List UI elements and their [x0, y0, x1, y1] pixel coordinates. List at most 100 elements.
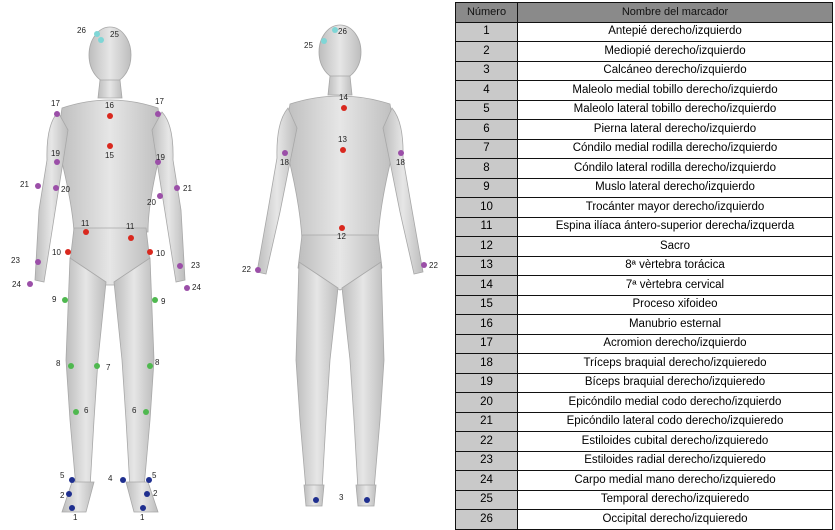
marker-label: 24 — [192, 283, 201, 292]
marker-dot — [35, 183, 41, 189]
marker-dot — [98, 37, 104, 43]
marker-dot — [69, 505, 75, 511]
marker-name: Antepié derecho/izquierdo — [518, 22, 833, 42]
table-row: 138ª vèrtebra torácica — [456, 256, 833, 276]
marker-name: Estiloides cubital derecho/izquieredo — [518, 432, 833, 452]
marker-name: 7ª vèrtebra cervical — [518, 276, 833, 296]
table-row: 3Calcáneo derecho/izquierdo — [456, 61, 833, 81]
marker-name: Carpo medial mano derecho/izquieredo — [518, 471, 833, 491]
marker-number: 10 — [456, 198, 518, 218]
marker-label: 19 — [156, 153, 165, 162]
marker-name: Estiloides radial derecho/izquieredo — [518, 451, 833, 471]
marker-dot — [147, 363, 153, 369]
marker-number: 5 — [456, 100, 518, 120]
table-row: 15Proceso xifoideo — [456, 295, 833, 315]
marker-dot — [62, 297, 68, 303]
table-row: 16Manubrio esternal — [456, 315, 833, 335]
marker-label: 24 — [12, 280, 21, 289]
marker-name: Proceso xifoideo — [518, 295, 833, 315]
marker-dot — [147, 249, 153, 255]
marker-dot — [66, 491, 72, 497]
marker-dot — [152, 297, 158, 303]
table-row: 2Mediopié derecho/izquierdo — [456, 42, 833, 62]
marker-name: Maleolo medial tobillo derecho/izquierdo — [518, 81, 833, 101]
marker-name: Cóndilo lateral rodilla derecho/izquierd… — [518, 159, 833, 179]
table-row: 9Muslo lateral derecho/izquierdo — [456, 178, 833, 198]
marker-number: 18 — [456, 354, 518, 374]
marker-dot — [177, 263, 183, 269]
marker-dot — [94, 31, 100, 37]
marker-label: 23 — [191, 261, 200, 270]
marker-label: 1 — [140, 513, 145, 522]
marker-label: 16 — [105, 101, 114, 110]
marker-dot — [321, 38, 327, 44]
marker-name: Espina ilíaca ántero-superior derecha/iz… — [518, 217, 833, 237]
marker-number: 3 — [456, 61, 518, 81]
marker-dot — [255, 267, 261, 273]
marker-number: 24 — [456, 471, 518, 491]
marker-label: 20 — [147, 198, 156, 207]
marker-label: 14 — [339, 93, 348, 102]
marker-number: 25 — [456, 490, 518, 510]
marker-number: 8 — [456, 159, 518, 179]
marker-label: 4 — [108, 474, 113, 483]
marker-name: Pierna lateral derecho/izquierdo — [518, 120, 833, 140]
marker-number: 4 — [456, 81, 518, 101]
marker-name: Mediopié derecho/izquierdo — [518, 42, 833, 62]
marker-label: 5 — [152, 471, 157, 480]
table-header-row: Número Nombre del marcador — [456, 3, 833, 23]
marker-dot — [120, 477, 126, 483]
marker-label: 21 — [183, 184, 192, 193]
marker-label: 11 — [81, 219, 90, 228]
marker-number: 15 — [456, 295, 518, 315]
marker-label: 23 — [11, 256, 20, 265]
marker-dot — [83, 229, 89, 235]
marker-name: Trocánter mayor derecho/izquierdo — [518, 198, 833, 218]
marker-label: 5 — [60, 471, 65, 480]
marker-name: Manubrio esternal — [518, 315, 833, 335]
marker-name: 8ª vèrtebra torácica — [518, 256, 833, 276]
marker-dot — [184, 285, 190, 291]
marker-number: 26 — [456, 510, 518, 530]
marker-label: 3 — [339, 493, 344, 502]
marker-name: Temporal derecho/izquieredo — [518, 490, 833, 510]
table-body: 1Antepié derecho/izquierdo2Mediopié dere… — [456, 22, 833, 529]
marker-dot — [313, 497, 319, 503]
marker-label: 21 — [20, 180, 29, 189]
marker-label: 8 — [56, 359, 61, 368]
marker-dot — [35, 259, 41, 265]
marker-number: 17 — [456, 334, 518, 354]
table-row: 1Antepié derecho/izquierdo — [456, 22, 833, 42]
marker-number: 1 — [456, 22, 518, 42]
anatomy-figure: 26 25 17 16 17 19 15 19 21 20 20 21 11 1… — [0, 0, 455, 524]
marker-dot — [94, 363, 100, 369]
marker-name: Muslo lateral derecho/izquierdo — [518, 178, 833, 198]
marker-name: Tríceps braquial derecho/izquieredo — [518, 354, 833, 374]
table-row: 8Cóndilo lateral rodilla derecho/izquier… — [456, 159, 833, 179]
marker-number: 20 — [456, 393, 518, 413]
marker-label: 1 — [73, 513, 78, 522]
marker-name: Maleolo lateral tobillo derecho/izquierd… — [518, 100, 833, 120]
marker-name: Occipital derecho/izquieredo — [518, 510, 833, 530]
marker-name: Sacro — [518, 237, 833, 257]
marker-dot — [340, 147, 346, 153]
marker-dot — [54, 111, 60, 117]
marker-number: 9 — [456, 178, 518, 198]
marker-dot — [73, 409, 79, 415]
marker-name: Bíceps braquial derecho/izquieredo — [518, 373, 833, 393]
marker-number: 2 — [456, 42, 518, 62]
marker-label: 12 — [337, 232, 346, 241]
marker-number: 19 — [456, 373, 518, 393]
marker-label: 22 — [242, 265, 251, 274]
marker-number: 21 — [456, 412, 518, 432]
marker-label: 10 — [52, 248, 61, 257]
marker-dot — [143, 409, 149, 415]
marker-dot — [107, 113, 113, 119]
table-row: 17Acromion derecho/izquierdo — [456, 334, 833, 354]
table-row: 11Espina ilíaca ántero-superior derecha/… — [456, 217, 833, 237]
marker-label: 6 — [132, 406, 137, 415]
